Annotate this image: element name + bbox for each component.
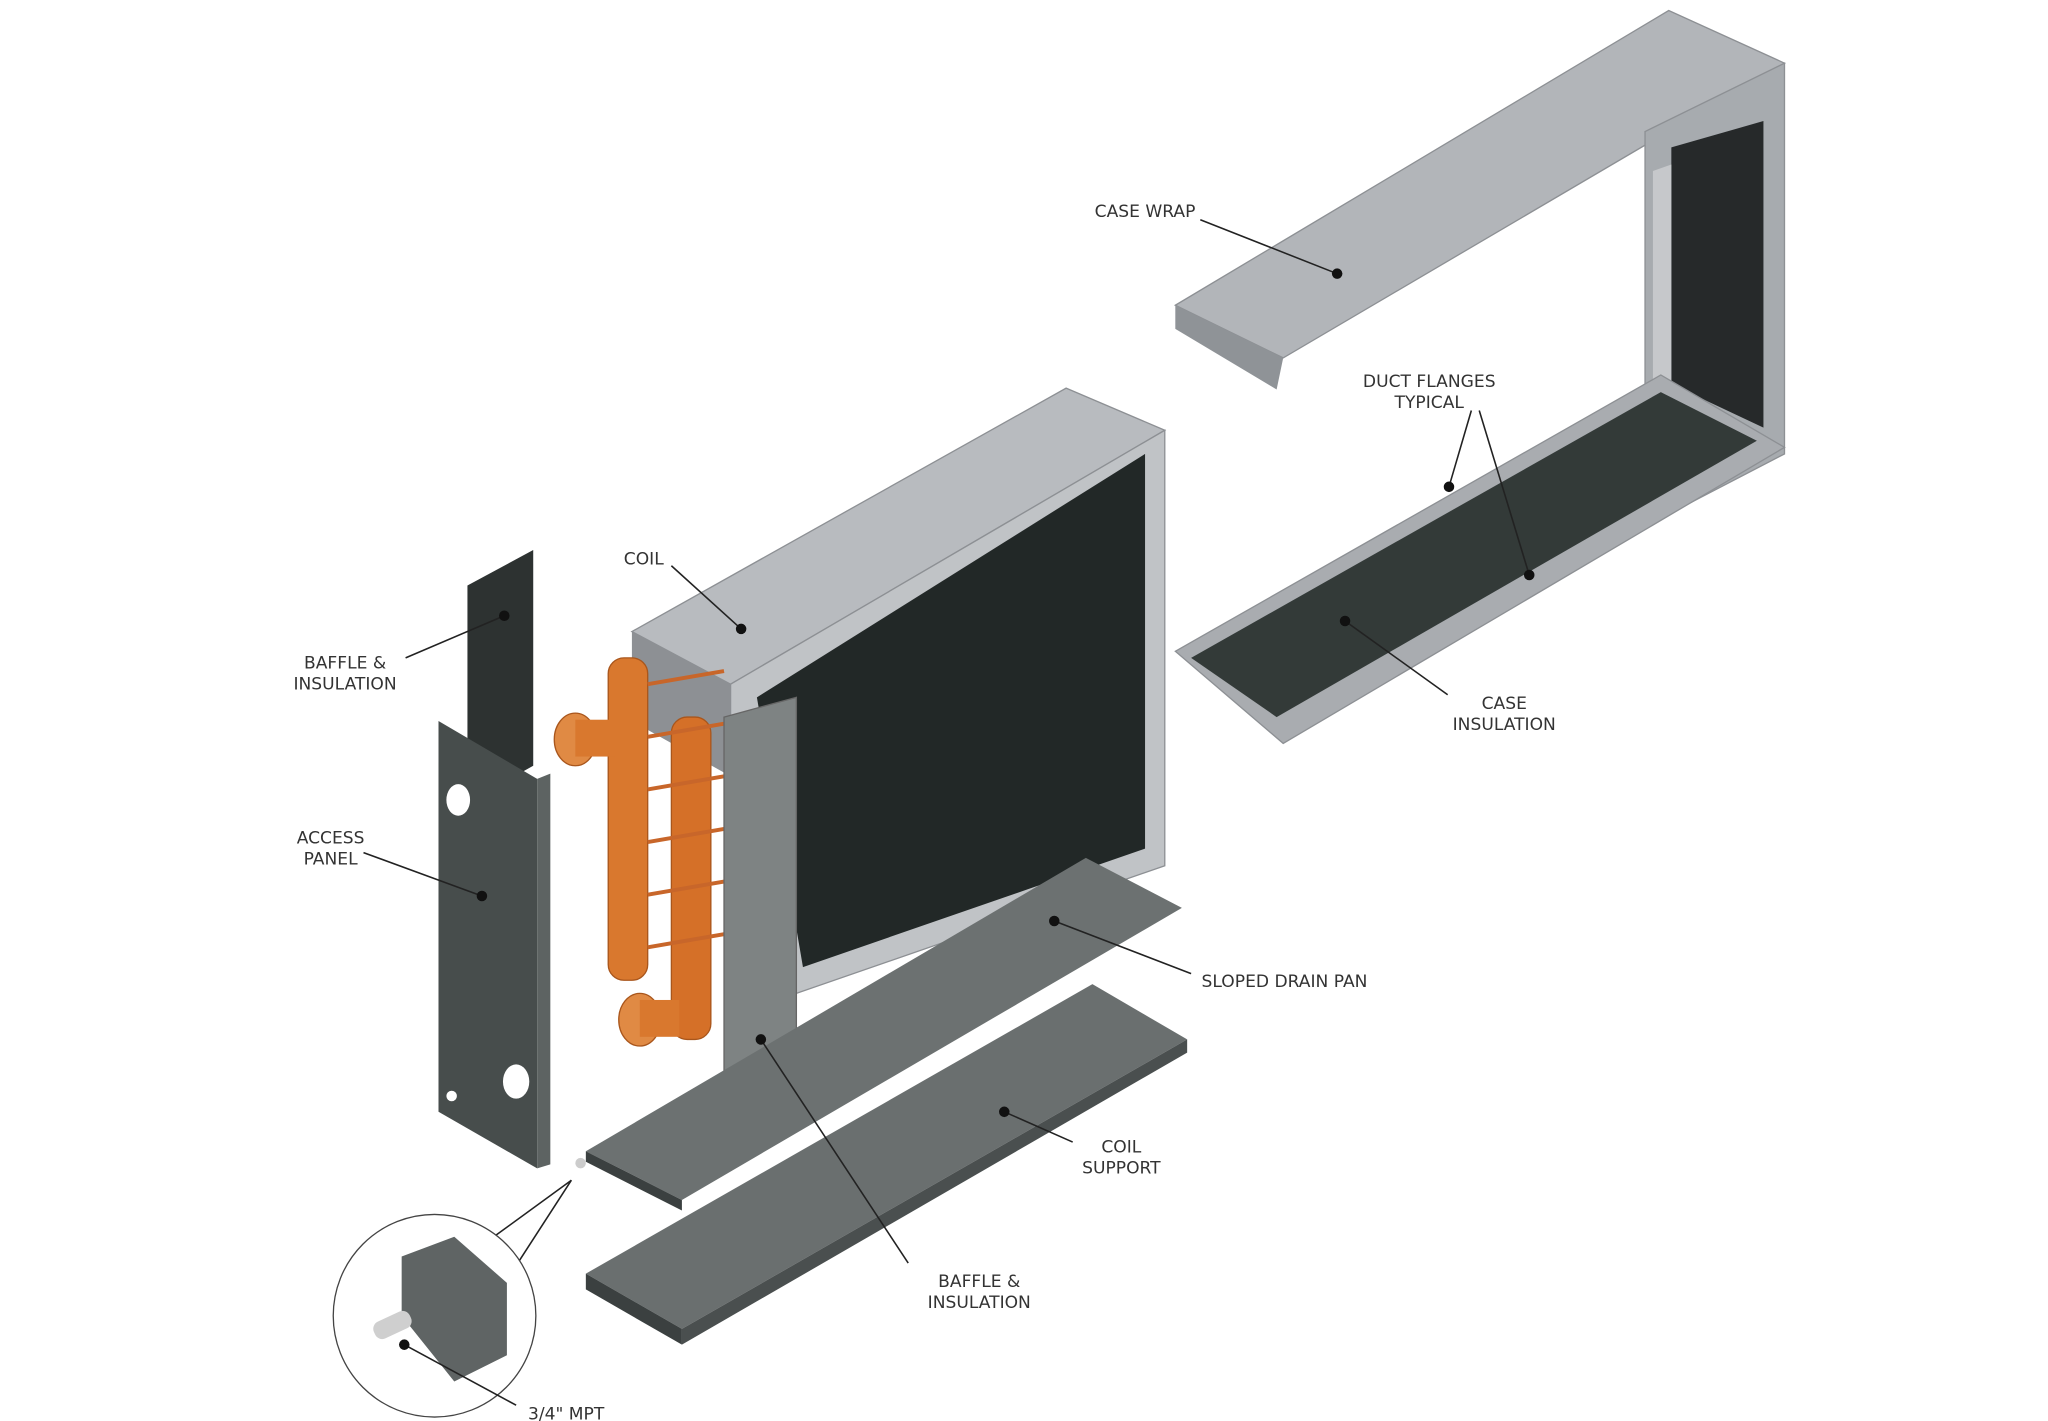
mpt-detail-callout — [332, 1179, 573, 1418]
label-baffle-upper: BAFFLE & — [304, 653, 386, 673]
coil-support — [585, 984, 1188, 1345]
label-case-wrap: CASE WRAP — [1095, 202, 1196, 222]
label-baffle-lower: BAFFLE & — [938, 1272, 1020, 1292]
sloped-drain-pan — [575, 857, 1182, 1211]
baffle-upper — [467, 549, 534, 803]
access-panel — [438, 721, 551, 1169]
label-coil-support-2: SUPPORT — [1082, 1159, 1161, 1179]
label-case-insulation: CASE — [1482, 694, 1527, 714]
label-sloped-drain-pan: SLOPED DRAIN PAN — [1202, 972, 1368, 992]
copper-headers — [553, 657, 725, 1047]
case-insulation-tray — [1174, 374, 1786, 745]
label-access-panel: ACCESS — [297, 828, 365, 848]
label-coil: COIL — [624, 549, 664, 569]
label-baffle-lower-2: INSULATION — [928, 1293, 1031, 1313]
label-mpt: 3/4" MPT — [528, 1405, 605, 1421]
label-case-insulation-2: INSULATION — [1453, 715, 1556, 735]
label-access-panel-2: PANEL — [304, 849, 358, 869]
label-baffle-upper-2: INSULATION — [293, 674, 396, 694]
coil — [553, 387, 1167, 1047]
leader-lines — [363, 218, 1535, 1406]
label-duct-flanges-2: TYPICAL — [1394, 393, 1465, 413]
label-coil-support: COIL — [1101, 1138, 1141, 1158]
label-duct-flanges: DUCT FLANGES — [1363, 372, 1496, 392]
